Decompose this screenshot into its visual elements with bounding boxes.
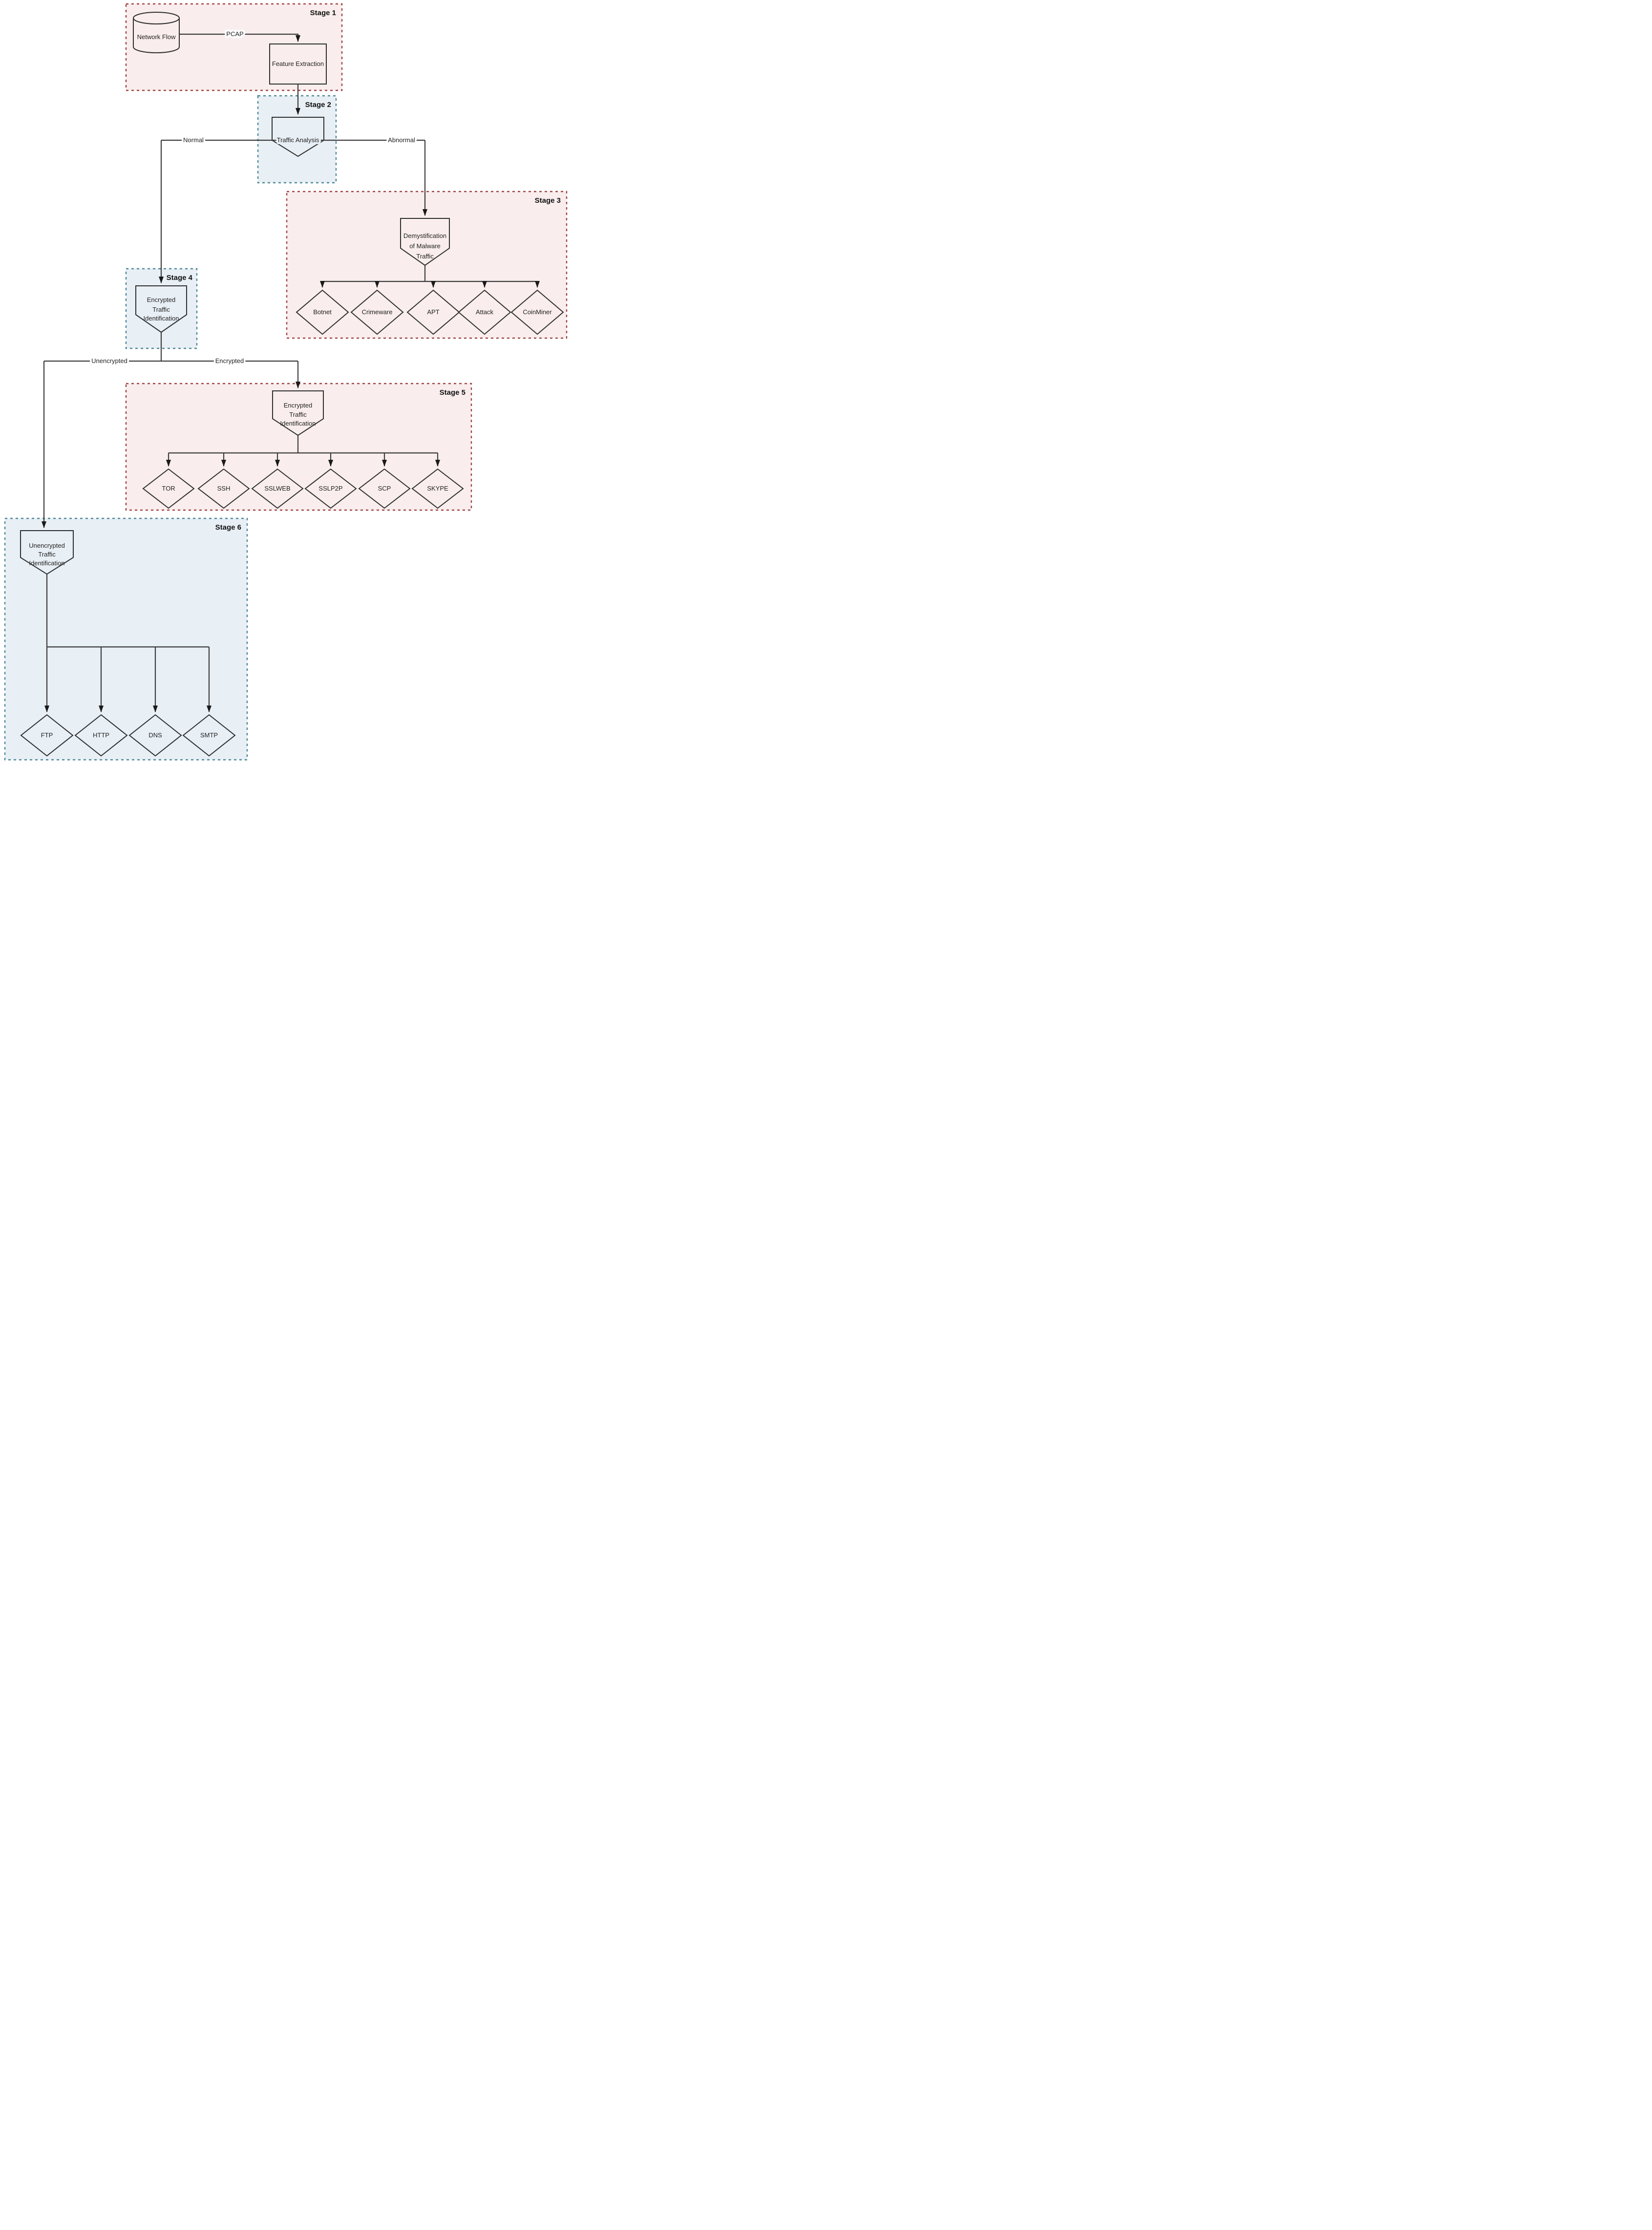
ftp-label: FTP (41, 731, 53, 739)
crimeware-diamond: Crimeware (350, 289, 404, 335)
smtp-diamond: SMTP (182, 714, 236, 757)
feature-extraction-label: Feature Extraction (272, 60, 324, 67)
encrypted-id-s5-pentagon (272, 390, 324, 436)
stage2-label: Stage 2 (305, 101, 331, 109)
stage5-label: Stage 5 (440, 388, 466, 397)
unencrypted-id-s6-line3: Identification (29, 559, 65, 567)
attack-diamond: Attack (458, 289, 511, 335)
ftp-diamond: FTP (20, 714, 74, 757)
attack-label: Attack (476, 308, 494, 316)
stage6-label: Stage 6 (215, 523, 241, 532)
feature-extraction-box: Feature Extraction (269, 43, 327, 85)
stage1-label: Stage 1 (310, 9, 336, 17)
demystification-label-line3: Traffic (416, 253, 434, 260)
encrypted-id-s4-line1: Encrypted (147, 296, 176, 303)
network-flow-label: Network Flow (137, 33, 176, 41)
dns-label: DNS (148, 731, 162, 739)
ssh-label: SSH (217, 485, 231, 492)
encrypted-id-s5-line2: Traffic (289, 411, 307, 418)
encrypted-id-s5-line1: Encrypted (284, 402, 313, 409)
coinminer-diamond: CoinMiner (510, 289, 564, 335)
network-flow-cylinder: Network Flow (133, 12, 180, 53)
http-diamond: HTTP (74, 714, 128, 757)
edge-normal-label: Normal (183, 136, 204, 144)
sslweb-label: SSLWEB (264, 485, 290, 492)
skype-diamond: SKYPE (411, 468, 464, 509)
demystification-pentagon (400, 218, 450, 266)
encrypted-id-s4-line2: Traffic (152, 306, 170, 313)
tor-label: TOR (162, 485, 175, 492)
skype-label: SKYPE (427, 485, 448, 492)
edge-pcap (179, 33, 300, 42)
flowchart: Stage 1 Stage 2 Stage 3 Stage 4 Stage 5 … (0, 0, 574, 766)
edge-encrypted-label: Encrypted (215, 357, 244, 365)
coinminer-label: CoinMiner (523, 308, 552, 316)
ssh-diamond: SSH (197, 468, 250, 509)
apt-diamond: APT (406, 289, 460, 335)
encrypted-id-s4-pentagon (135, 285, 187, 333)
dns-diamond: DNS (128, 714, 182, 757)
demystification-label-line1: Demystification (403, 232, 446, 239)
botnet-label: Botnet (313, 308, 332, 316)
smtp-label: SMTP (200, 731, 218, 739)
botnet-diamond: Botnet (296, 289, 349, 335)
unencrypted-id-s6-line1: Unencrypted (29, 542, 65, 549)
demystification-label-line2: of Malware (409, 242, 441, 250)
sslp2p-diamond: SSLP2P (304, 468, 357, 509)
stage4-label: Stage 4 (167, 274, 193, 282)
encrypted-id-s4-line3: Identification (144, 315, 179, 322)
http-label: HTTP (93, 731, 109, 739)
traffic-analysis-pentagon (272, 117, 324, 157)
tor-diamond: TOR (142, 468, 195, 509)
scp-label: SCP (378, 485, 391, 492)
sslweb-diamond: SSLWEB (251, 468, 304, 509)
edge-abnormal-label: Abnormal (388, 136, 415, 144)
sslp2p-label: SSLP2P (318, 485, 342, 492)
edge-unencrypted-label: Unencrypted (91, 357, 127, 365)
traffic-analysis-diagram: Stage 1 Stage 2 Stage 3 Stage 4 Stage 5 … (4, 3, 568, 761)
unencrypted-id-s6-pentagon (20, 530, 74, 575)
edge-pcap-label: PCAP (226, 30, 243, 38)
traffic-analysis-label: Traffic Analysis (277, 136, 319, 144)
unencrypted-id-s6-line2: Traffic (38, 551, 56, 558)
apt-label: APT (427, 308, 439, 316)
encrypted-id-s5-line3: Identification (280, 420, 316, 427)
scp-diamond: SCP (358, 468, 411, 509)
stage3-label: Stage 3 (535, 196, 561, 205)
crimeware-label: Crimeware (362, 308, 393, 316)
